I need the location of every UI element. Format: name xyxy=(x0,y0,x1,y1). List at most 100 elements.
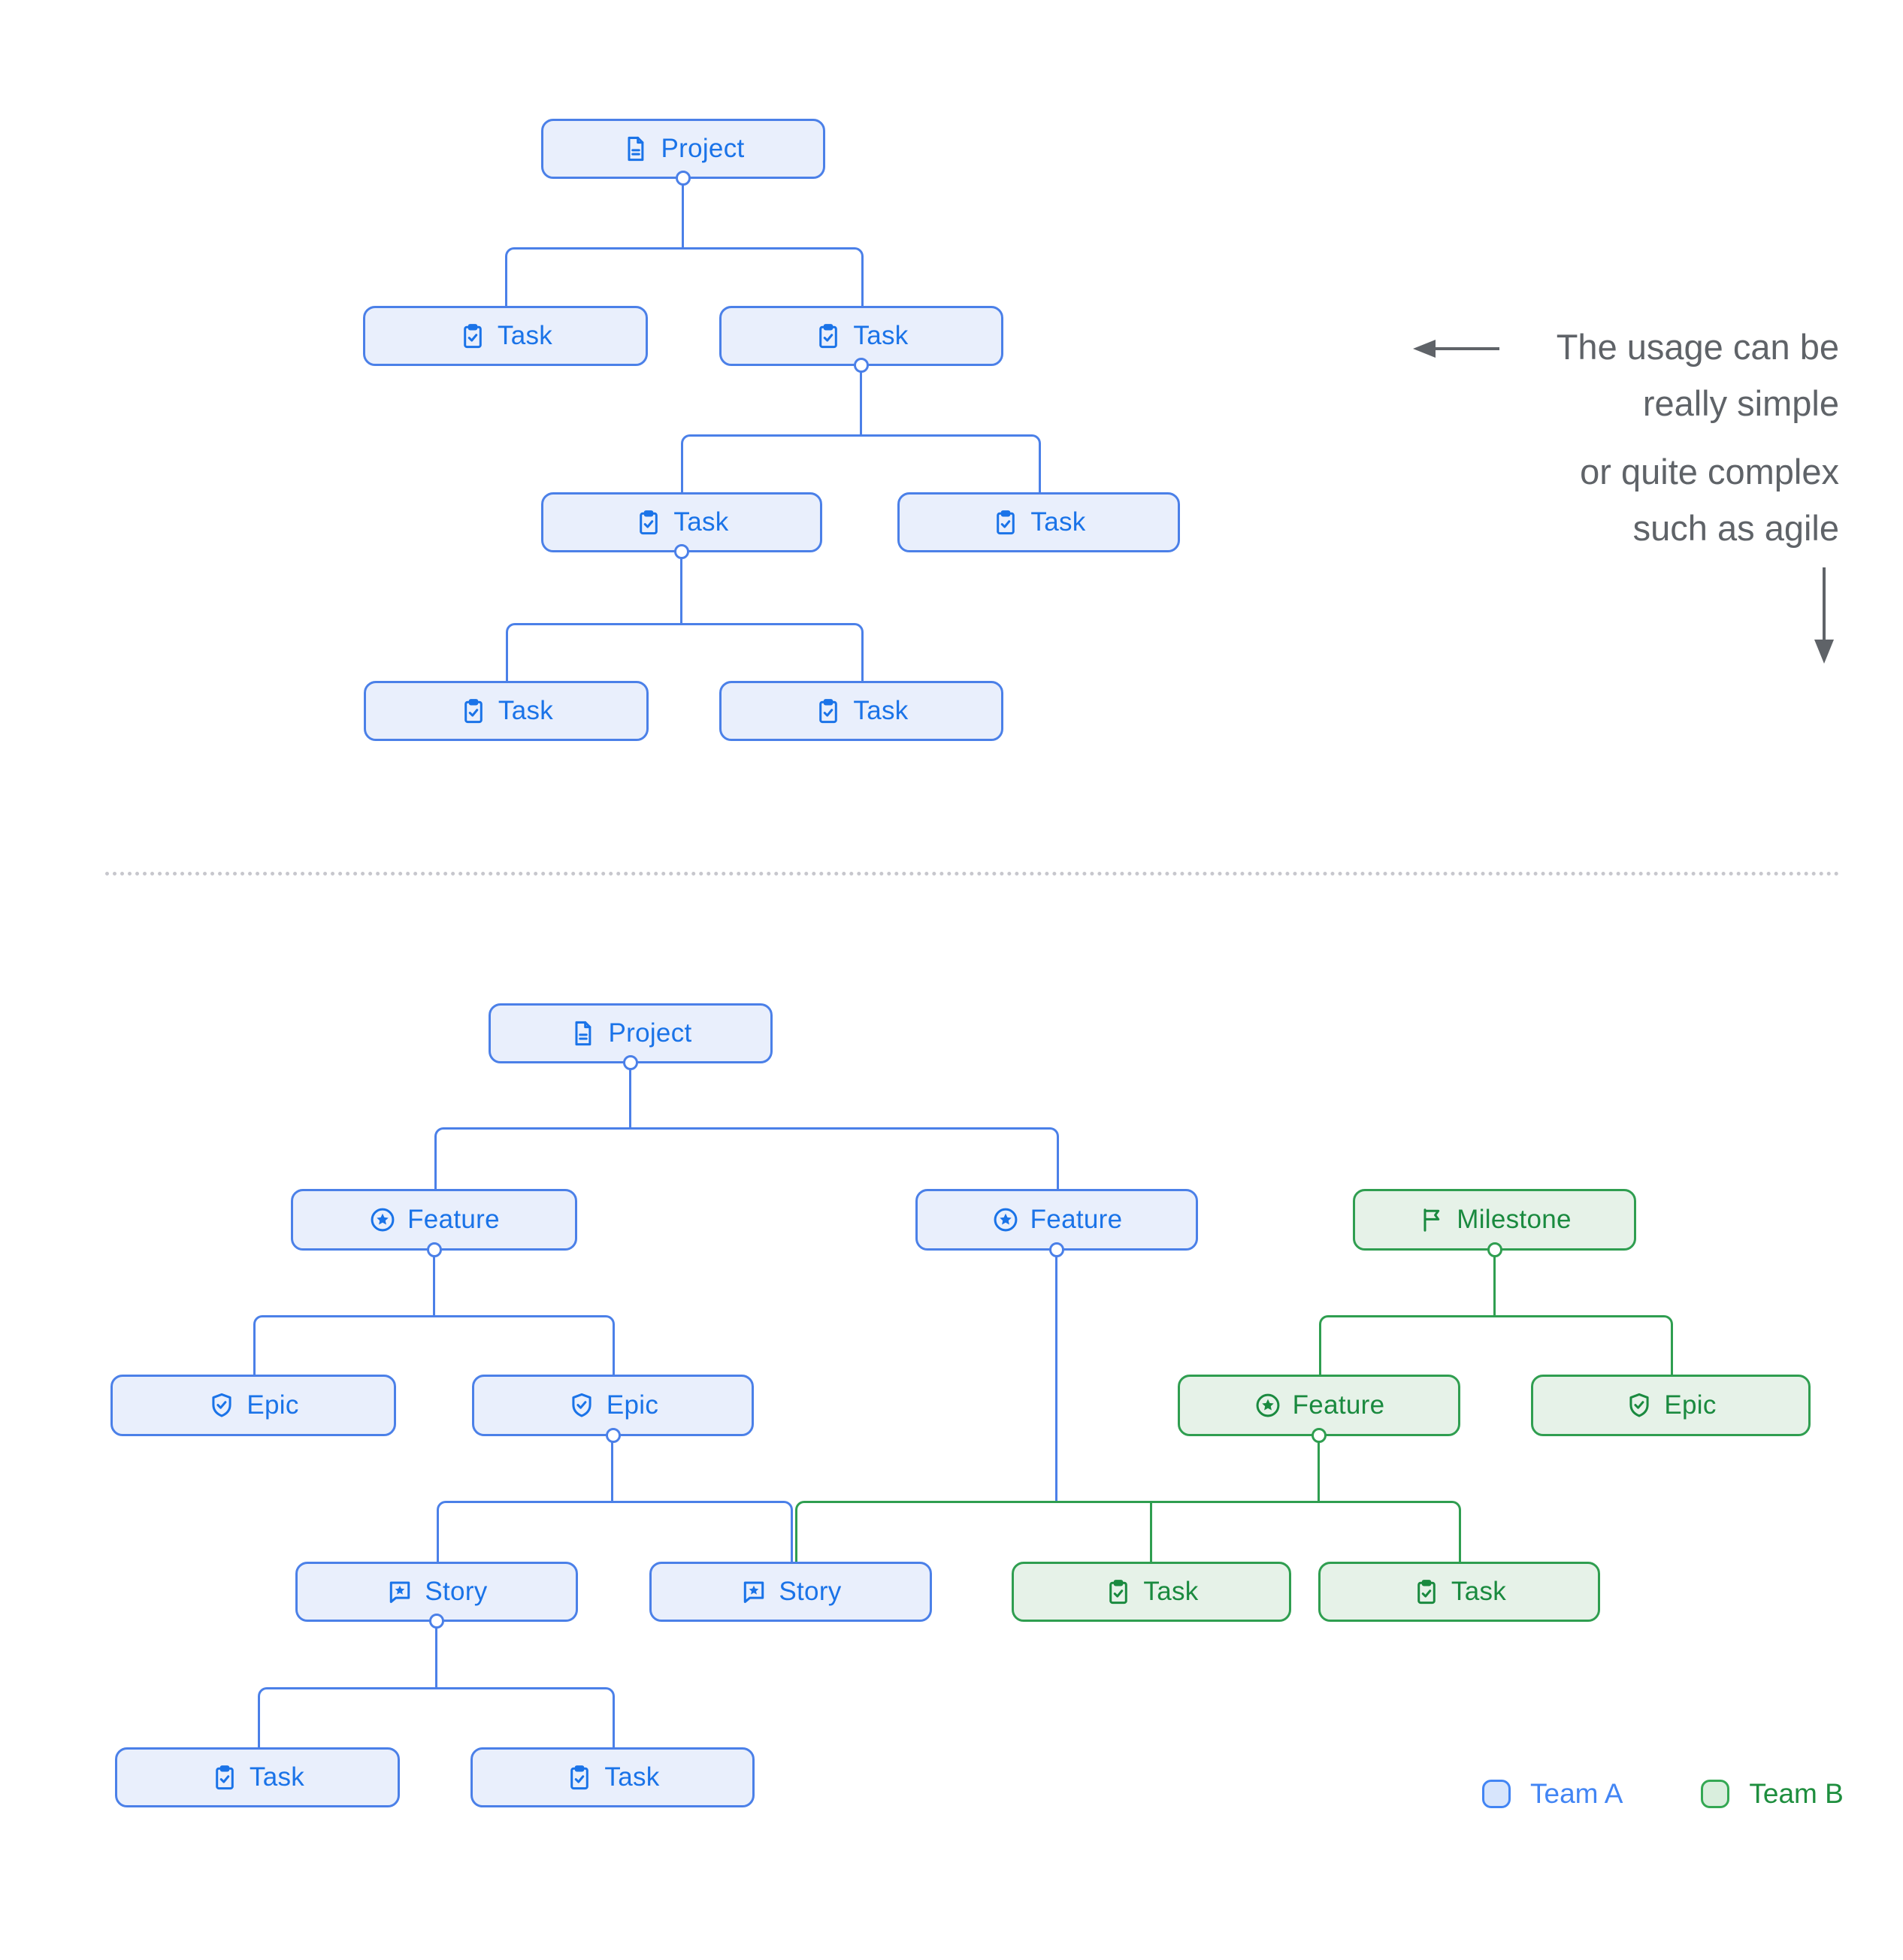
connector-port xyxy=(674,544,689,559)
connector-port xyxy=(1312,1428,1327,1443)
node-label: Task xyxy=(853,321,909,350)
legend-item-team-b: Team B xyxy=(1701,1778,1844,1810)
message-star-icon xyxy=(740,1577,768,1606)
node-label: Feature xyxy=(1030,1205,1123,1234)
node-label: Task xyxy=(673,507,729,537)
document-icon xyxy=(569,1019,598,1048)
node-feature: Feature xyxy=(291,1189,577,1257)
node-label: Task xyxy=(604,1762,660,1792)
node-task: Task xyxy=(470,1747,755,1807)
annotation-text: The usage can be really simple or quite … xyxy=(1557,319,1839,556)
connector-line xyxy=(629,1069,631,1129)
node-epic: Epic xyxy=(472,1375,754,1443)
clipboard-check-icon xyxy=(565,1763,594,1792)
document-icon xyxy=(622,135,650,163)
legend-item-team-a: Team A xyxy=(1482,1778,1623,1810)
connector-line xyxy=(680,558,682,623)
node-label: Feature xyxy=(407,1205,500,1234)
node-task: Task xyxy=(1318,1562,1600,1622)
node-task: Task xyxy=(897,492,1180,552)
node-task: Task xyxy=(364,681,649,741)
clipboard-check-icon xyxy=(210,1763,239,1792)
clipboard-check-icon xyxy=(1104,1577,1133,1606)
connector-rail xyxy=(505,247,864,306)
node-story: Story xyxy=(295,1562,578,1629)
node-task: Task xyxy=(363,306,648,366)
connector-port xyxy=(605,1428,621,1443)
message-star-icon xyxy=(386,1577,414,1606)
node-label: Task xyxy=(1030,507,1086,537)
node-label: Task xyxy=(853,696,909,725)
star-circle-icon xyxy=(1254,1391,1282,1420)
annotation-line: really simple xyxy=(1642,383,1839,423)
node-label: Project xyxy=(661,134,745,163)
connector-rail xyxy=(258,1687,615,1747)
connector-port xyxy=(1049,1242,1064,1257)
node-milestone: Milestone xyxy=(1353,1189,1636,1257)
annotation-line: such as agile xyxy=(1632,508,1839,548)
star-circle-icon xyxy=(368,1205,397,1234)
node-label: Epic xyxy=(606,1390,659,1420)
node-task: Task xyxy=(719,306,1003,373)
connector-line xyxy=(1055,1256,1057,1501)
clipboard-check-icon xyxy=(1412,1577,1441,1606)
legend-label: Team A xyxy=(1530,1778,1623,1809)
connector-line xyxy=(1493,1256,1496,1315)
dotted-divider xyxy=(105,872,1840,876)
arrow-down-icon xyxy=(1813,567,1835,665)
connector-port xyxy=(676,171,691,186)
shield-check-icon xyxy=(1625,1391,1653,1420)
node-label: Project xyxy=(608,1018,692,1048)
connector-rail xyxy=(681,434,1041,492)
node-feature: Feature xyxy=(1178,1375,1460,1443)
connector-line xyxy=(1318,1441,1320,1501)
annotation-line: The usage can be xyxy=(1556,327,1839,367)
node-feature: Feature xyxy=(915,1189,1198,1257)
connector-port xyxy=(623,1055,638,1070)
annotation-line: or quite complex xyxy=(1580,452,1839,492)
node-label: Story xyxy=(779,1577,842,1606)
node-label: Milestone xyxy=(1457,1205,1572,1234)
node-task: Task xyxy=(719,681,1003,741)
connector-rail xyxy=(253,1315,615,1375)
connector-rail xyxy=(1319,1315,1673,1375)
connector-line xyxy=(611,1441,613,1501)
connector-line xyxy=(860,371,862,434)
connector-rail xyxy=(437,1501,793,1562)
clipboard-check-icon xyxy=(814,697,843,725)
star-circle-icon xyxy=(991,1205,1020,1234)
team-b-swatch-icon xyxy=(1701,1780,1730,1808)
clipboard-check-icon xyxy=(458,322,487,350)
connector-rail xyxy=(506,623,864,681)
clipboard-check-icon xyxy=(634,508,663,537)
connector-port xyxy=(854,358,869,373)
node-label: Feature xyxy=(1292,1390,1385,1420)
connector-port xyxy=(429,1614,444,1629)
connector-rail xyxy=(795,1501,1461,1562)
node-label: Task xyxy=(1451,1577,1507,1606)
node-label: Story xyxy=(425,1577,488,1606)
node-label: Task xyxy=(498,696,554,725)
node-label: Task xyxy=(249,1762,305,1792)
clipboard-check-icon xyxy=(991,508,1020,537)
flag-icon xyxy=(1417,1205,1446,1234)
shield-check-icon xyxy=(207,1391,236,1420)
node-label: Epic xyxy=(1664,1390,1717,1420)
connector-line xyxy=(682,184,684,247)
connector-rail xyxy=(434,1127,1059,1189)
team-a-swatch-icon xyxy=(1482,1780,1511,1808)
shield-check-icon xyxy=(567,1391,596,1420)
node-label: Epic xyxy=(247,1390,299,1420)
node-project-top: Project xyxy=(541,119,825,186)
clipboard-check-icon xyxy=(459,697,488,725)
node-label: Task xyxy=(497,321,553,350)
node-label: Task xyxy=(1143,1577,1199,1606)
connector-line xyxy=(433,1256,435,1315)
connector-line xyxy=(1150,1501,1152,1562)
node-story: Story xyxy=(649,1562,932,1622)
connector-port xyxy=(1487,1242,1502,1257)
node-task: Task xyxy=(541,492,822,559)
node-project-bottom: Project xyxy=(489,1003,773,1070)
legend-label: Team B xyxy=(1749,1778,1844,1809)
